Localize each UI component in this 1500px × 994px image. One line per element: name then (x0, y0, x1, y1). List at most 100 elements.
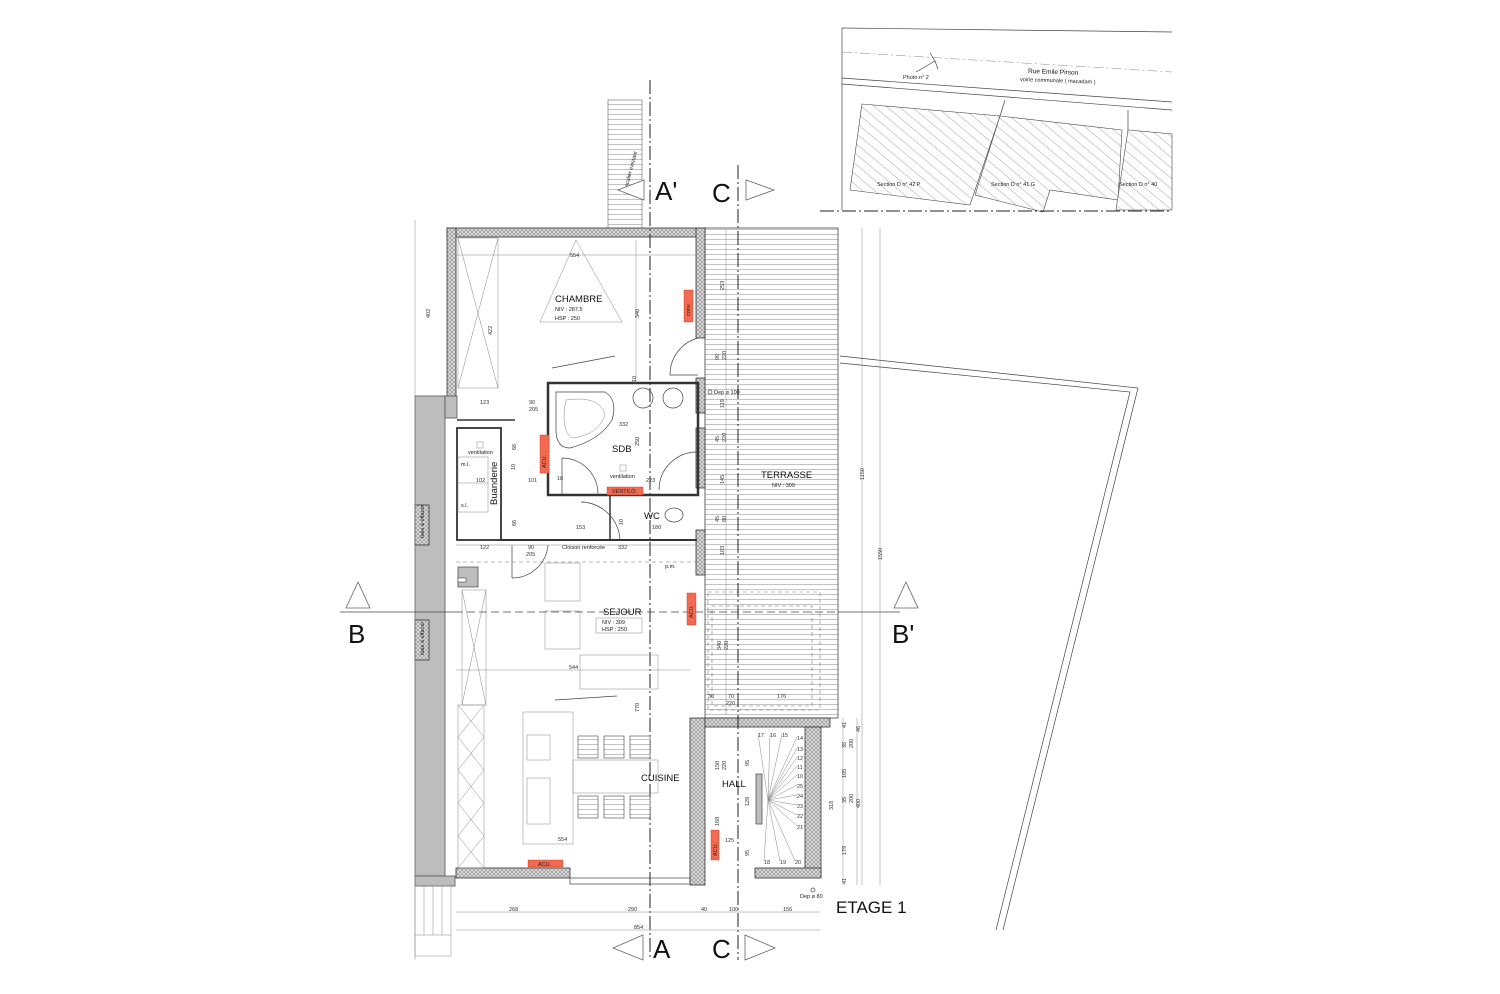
dimension-label: 90 (715, 354, 721, 360)
section-b-prime-label: B' (892, 619, 914, 649)
dimension-label: 205 (526, 552, 535, 558)
stair-step-number: 25 (797, 784, 803, 790)
dimension-label: 179 (842, 846, 848, 855)
dimension-label: 180 (652, 525, 661, 531)
dimension-label: 290 (628, 907, 637, 913)
dimension-label: 268 (509, 907, 518, 913)
stair-tread (767, 799, 781, 862)
dimension-label: 156 (783, 907, 792, 913)
room-sejour: Cloison renforcée p.m. SEJOUR NIV : 309 … (456, 544, 697, 706)
sink-icon (632, 387, 654, 409)
dimension-label: 400 (856, 799, 862, 808)
ventilo (606, 486, 644, 496)
ventilation-label: ventilation (610, 474, 635, 480)
stair-tread (757, 733, 769, 801)
dep100-label: Dep ø 100 (714, 390, 740, 396)
acu-label: ACU. (542, 454, 548, 468)
dimension-label: 220 (722, 351, 728, 360)
stair-tread (767, 799, 796, 862)
acu-label: ACU. (713, 842, 719, 856)
terrasse-label: TERRASSE (761, 470, 812, 481)
dimension-label: 122 (480, 545, 489, 551)
dimension-label: 253 (720, 281, 726, 290)
dimension-label: 340 (717, 641, 723, 650)
ventilation-icon (619, 464, 627, 472)
dimension-label: 35 (842, 797, 848, 803)
dimension-label: 45 (715, 436, 721, 442)
dimension-label: 200 (849, 739, 855, 748)
terrace-labels: TERRASSE NIV : 309 Dep ø 100 (707, 389, 812, 489)
dimension-label: 153 (576, 525, 585, 531)
dimension-label: 45 (715, 516, 721, 522)
chairs (577, 735, 651, 819)
street-note: voirie communale ( macadam ) (1020, 77, 1096, 86)
toilet-icon (664, 507, 684, 523)
sejour-hsp: HSP : 250 (602, 627, 627, 633)
parcel-label: Section D n° 41 G (991, 182, 1035, 188)
dimension-label: 250 (635, 437, 641, 446)
stair-tread (767, 784, 798, 801)
sl-label: s.l. (461, 503, 469, 509)
dimension-label: 176 (777, 694, 786, 700)
room-buanderie: ventilation m.l. s.l. Buanderie baie à e… (420, 441, 500, 655)
stair-tread (767, 799, 798, 806)
stair-step-number: 16 (770, 733, 776, 739)
stair-tread (767, 774, 798, 801)
dimension-label: 90 (528, 545, 534, 551)
parcel-42p (849, 103, 1001, 206)
parcel-label: Section D n° 40 (1119, 182, 1157, 188)
property-boundary (838, 355, 1139, 931)
stair-step-number: 10 (797, 774, 803, 780)
dimension-label: 80 (722, 516, 728, 522)
dimension-label: 10 (619, 519, 625, 525)
dep80-label: Dep ø 80 (800, 894, 823, 900)
dimension-label: 168 (715, 817, 721, 826)
dimension-label: 220 (724, 641, 730, 650)
dimension-label: 90 (529, 400, 535, 406)
dimension-label: 66 (512, 520, 518, 526)
street-name: Rue Emile Pirson (1028, 68, 1079, 77)
photo-label: Photo n° 2 (903, 75, 929, 81)
dimension-label: 220 (726, 701, 735, 707)
stair-step-number: 19 (780, 860, 786, 866)
walls (414, 227, 831, 887)
chair-icon (577, 735, 599, 759)
dimension-label: 220 (722, 761, 728, 770)
dimension-label: 70 (728, 694, 734, 700)
parcel-40 (1115, 129, 1173, 211)
existing-stair: escalier existant (607, 99, 643, 231)
dimension-label: 544 (569, 665, 578, 671)
dining-table (572, 759, 659, 794)
dimension-label: 145 (720, 475, 726, 484)
drawing-title: ETAGE 1 (836, 898, 907, 917)
stair-tread (767, 765, 798, 801)
armchair-icon (544, 610, 581, 650)
stair-step-number: 18 (764, 860, 770, 866)
kitchen-sink-icon (526, 777, 551, 825)
stair-tread (767, 736, 798, 801)
dimension-label: 95 (745, 850, 751, 856)
dimension-label: 10 (511, 464, 517, 470)
armchair-icon (544, 562, 581, 602)
section-arrow-c-bottom (744, 934, 777, 961)
ml-label: m.l. (461, 462, 470, 468)
chair-icon (603, 795, 625, 819)
section-arrow-a (611, 934, 644, 961)
dimension-label: 18 (557, 476, 563, 482)
stair-tread (767, 747, 798, 801)
cooktop-icon (526, 734, 551, 761)
dimension-label: 41 (842, 722, 848, 728)
stair-step-number: 22 (797, 814, 803, 820)
stair-step-number: 17 (758, 733, 764, 739)
room-wc: WC (580, 501, 684, 541)
hall-label: HALL (722, 779, 746, 790)
stair-step-number: 12 (797, 756, 803, 762)
sofa-icon (579, 654, 659, 690)
dimension-label: 854 (634, 925, 643, 931)
stair-tread (767, 733, 783, 801)
dimension-label: 100 (729, 907, 738, 913)
section-a-prime-label: A' (655, 176, 677, 206)
dimension-label: 205 (529, 407, 538, 413)
